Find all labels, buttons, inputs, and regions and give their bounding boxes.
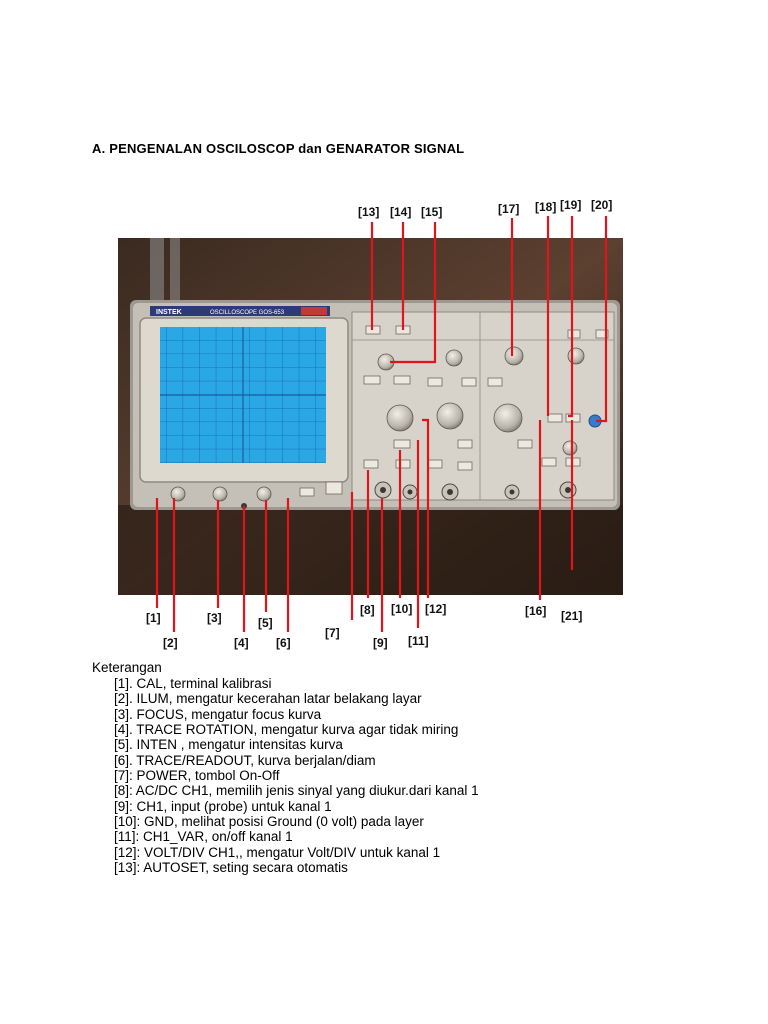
callout-label: [4] [234,636,249,650]
keterangan-heading: Keterangan [92,660,162,675]
callout-label: [8] [360,603,375,617]
callout-label: [16] [525,604,547,618]
callout-label: [18] [535,200,557,214]
callout-label: [11] [408,634,429,648]
brand-logo: INSTEK [156,309,182,316]
callout-label: [17] [498,202,520,216]
list-item: [2]. ILUM, mengatur kecerahan latar bela… [114,691,422,707]
callout-label: [19] [560,198,582,212]
list-item: [1]. CAL, terminal kalibrasi [114,676,272,691]
brand-strip [150,306,330,316]
model-label: OSCILLOSCOPE GOS-653 [210,310,285,316]
list-item: [7]: POWER, tombol On-Off [114,768,280,784]
callout-label: [20] [591,198,613,212]
list-item: [11]: CH1_VAR, on/off kanal 1 [114,829,293,845]
list-item: [5]. INTEN , mengatur intensitas kurva [114,737,343,753]
list-item: [6]. TRACE/READOUT, kurva berjalan/diam [114,752,376,768]
callout-lines [155,216,608,632]
callout-label: [21] [561,609,583,623]
callout-label: [5] [258,616,273,630]
callout-label: [7] [325,626,340,640]
list-item: [4]. TRACE ROTATION, mengatur kurva agar… [114,722,459,738]
callout-label: [15] [421,205,443,219]
callout-label: [1] [146,611,161,625]
oscilloscope-figure: INSTEK OSCILLOSCOPE GOS-653 [118,216,623,632]
keterangan-list: [1]. CAL, terminal kalibrasi [2]. ILUM, … [114,676,479,875]
callout-label: [14] [390,205,412,219]
callout-label: [2] [163,636,178,650]
list-item: [10]: GND, melihat posisi Ground (0 volt… [114,814,424,830]
list-item: [13]: AUTOSET, seting secara otomatis [114,860,348,876]
list-item: [3]. FOCUS, mengatur focus kurva [114,706,322,722]
callout-label: [12] [425,602,447,616]
callout-label: [10] [391,602,413,616]
page-title: A. PENGENALAN OSCILOSCOP dan GENARATOR S… [92,141,465,156]
list-item: [12]: VOLT/DIV CH1,, mengatur Volt/DIV u… [114,844,441,860]
list-item: [8]: AC/DC CH1, memilih jenis sinyal yan… [114,783,479,799]
callout-label: [6] [276,636,291,650]
callout-label: [9] [373,636,388,650]
callout-label: [13] [358,205,380,219]
callout-label: [3] [207,611,222,625]
list-item: [9]: CH1, input (probe) untuk kanal 1 [114,798,332,814]
